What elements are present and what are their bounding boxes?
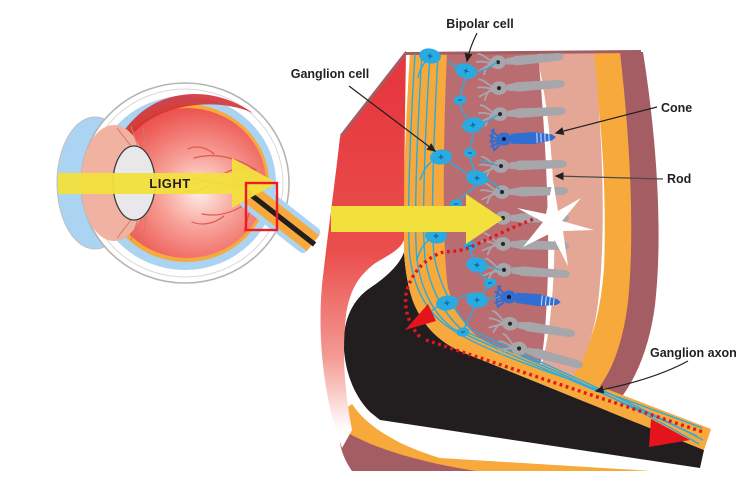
magnified-region-box (244, 181, 279, 232)
retina-magnified (320, 45, 750, 500)
annotations: Bipolar cell Ganglion cell Cone Rod Gang… (291, 17, 737, 394)
cone-leader (554, 106, 658, 136)
ganglion-axon-label: Ganglion axon (650, 346, 737, 360)
light-beam-arrow (58, 158, 277, 208)
background-mask (328, 471, 750, 500)
outer-pigment-band (585, 52, 659, 416)
nerve-fiber-layer (403, 52, 711, 450)
signal-path (403, 213, 704, 447)
signal-arrowhead (405, 304, 436, 330)
rod-label: Rod (667, 172, 691, 186)
light-arrow-large (331, 194, 503, 244)
wedge-cut-edge (339, 50, 642, 137)
bipolar-cell-label: Bipolar cell (446, 17, 513, 31)
eye-cross-section: LIGHT (56, 82, 321, 284)
vitreous-shadow-crescent (108, 93, 253, 177)
light-label: LIGHT (149, 176, 191, 191)
ganglion-cell-leader (348, 85, 437, 152)
ganglion-axon-leader (594, 360, 689, 394)
ganglion-cell-label: Ganglion cell (291, 67, 370, 81)
optic-nerve-core (343, 252, 704, 468)
vitreous-wedge (320, 52, 406, 448)
bipolar-cell-leader (464, 32, 478, 63)
cone-label: Cone (661, 101, 692, 115)
zonule-fibers (116, 125, 147, 241)
light-burst (517, 180, 594, 266)
optic-nerve-stub (239, 181, 321, 254)
signal-arrowhead (649, 419, 690, 447)
rod-leader (554, 172, 664, 181)
outer-orange-band (563, 52, 632, 401)
